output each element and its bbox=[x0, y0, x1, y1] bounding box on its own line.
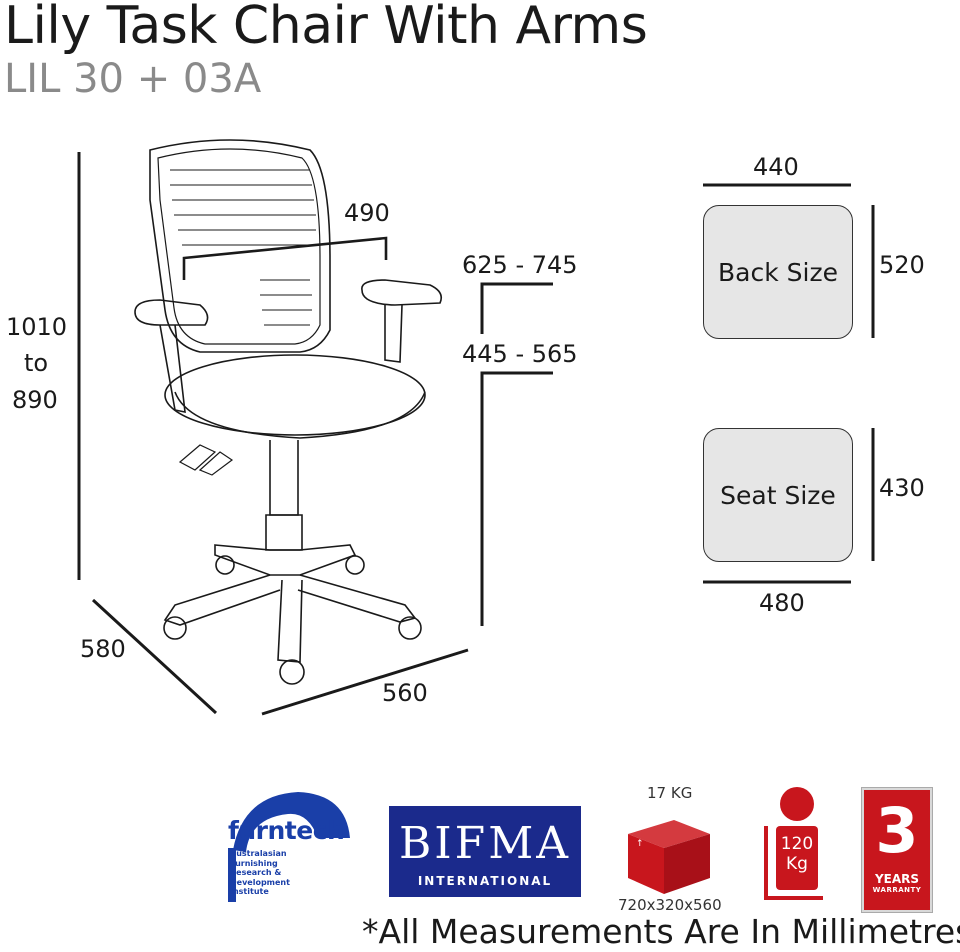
warranty-badge: 3 YEARS WARRANTY bbox=[862, 788, 932, 912]
arm-width-line bbox=[182, 236, 388, 280]
seat-size-box: Seat Size bbox=[703, 428, 853, 562]
load-value: 120 bbox=[780, 834, 814, 854]
height-bottom-label: 890 bbox=[12, 386, 58, 414]
chair-drawing bbox=[77, 139, 875, 716]
height-to-label: to bbox=[24, 349, 49, 377]
seat-height-dim-label: 430 bbox=[879, 474, 925, 502]
seat-outline bbox=[164, 354, 426, 436]
seat-height-label: 445 - 565 bbox=[462, 340, 578, 368]
castor-2 bbox=[398, 616, 422, 640]
model-code: LIL 30 + 03A bbox=[4, 56, 262, 102]
footnote: *All Measurements Are In Millimetres bbox=[362, 912, 960, 951]
svg-text:↑: ↑ bbox=[636, 839, 644, 849]
furntech-wordmark: furntech bbox=[228, 816, 345, 845]
seat-width-label: 480 bbox=[759, 589, 805, 617]
seat-height-line bbox=[480, 371, 553, 626]
depth-line bbox=[91, 598, 218, 715]
castor-5 bbox=[345, 555, 365, 575]
load-unit: Kg bbox=[786, 854, 808, 874]
castor-1 bbox=[163, 616, 187, 640]
furntech-swoosh-icon bbox=[228, 792, 350, 902]
castor-3 bbox=[279, 659, 305, 685]
back-width-label: 440 bbox=[753, 153, 799, 181]
person-weight-icon bbox=[764, 787, 823, 900]
load-badge: 120 Kg bbox=[763, 786, 825, 904]
box-icon: ↑ bbox=[628, 820, 710, 894]
width-line bbox=[261, 648, 469, 716]
arm-height-line bbox=[480, 282, 553, 334]
box-size-label: 720x320x560 bbox=[618, 896, 722, 914]
back-height-label: 520 bbox=[879, 251, 925, 279]
right-arm bbox=[361, 279, 443, 306]
bifma-logo: BIFMA INTERNATIONAL bbox=[389, 806, 581, 897]
furntech-text: Australasian Furnishing Research & Devel… bbox=[230, 849, 290, 896]
furntech-logo: furntech Australasian Furnishing Researc… bbox=[228, 790, 352, 902]
arm-width-label: 490 bbox=[344, 199, 390, 227]
back-size-box: Back Size bbox=[703, 205, 853, 339]
warranty-years: YEARS bbox=[874, 872, 920, 886]
bifma-subtitle: INTERNATIONAL bbox=[417, 874, 553, 888]
weight-label: 17 KG bbox=[647, 784, 693, 802]
arm-height-label: 625 - 745 bbox=[462, 251, 578, 279]
product-title: Lily Task Chair With Arms bbox=[4, 0, 648, 56]
base-star bbox=[214, 544, 357, 576]
width-label: 560 bbox=[382, 679, 428, 707]
warranty-text: WARRANTY bbox=[872, 886, 922, 894]
height-top-label: 1010 bbox=[6, 313, 68, 341]
left-arm bbox=[134, 299, 209, 326]
depth-label: 580 bbox=[80, 635, 126, 663]
warranty-number: 3 bbox=[875, 794, 919, 867]
bifma-wordmark: BIFMA bbox=[398, 818, 572, 869]
castor-4 bbox=[215, 555, 235, 575]
gas-lift bbox=[269, 440, 299, 516]
